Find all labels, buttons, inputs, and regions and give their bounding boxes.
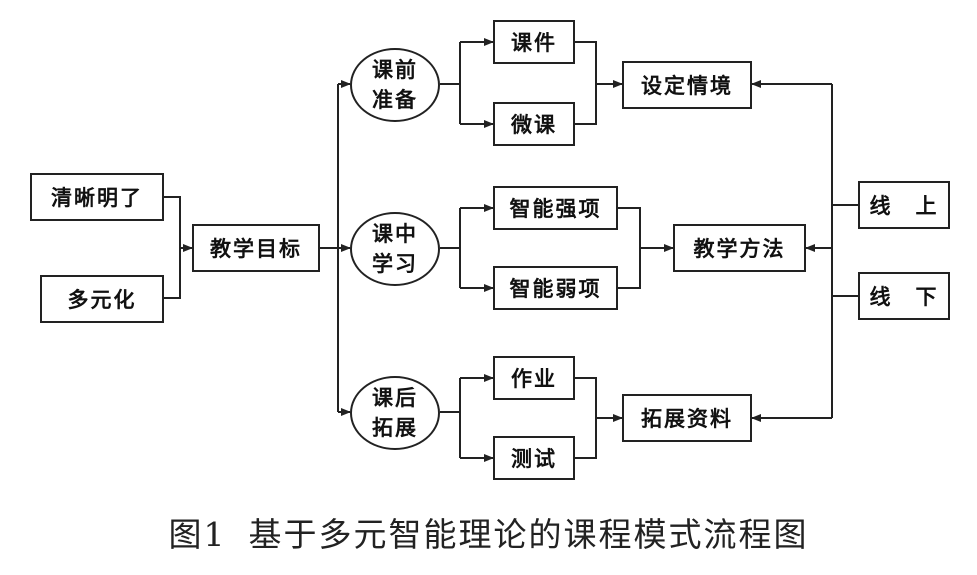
connector-duoyuanhua-to-goal [164, 248, 181, 299]
node-teaching-goal: 教学目标 [192, 224, 320, 272]
node-teaching-method: 教学方法 [673, 224, 806, 272]
node-online: 线 上 [858, 181, 950, 229]
node-courseware: 课件 [493, 20, 575, 64]
figure-label: 图1 [168, 515, 227, 554]
node-micro-lesson: 微课 [493, 102, 575, 146]
node-duoyuanhua: 多元化 [40, 275, 164, 323]
figure-caption: 图1 基于多元智能理论的课程模式流程图 [0, 508, 977, 556]
connector-qingxi-to-goal [164, 196, 193, 252]
node-strong-intelligence: 智能强项 [493, 186, 618, 230]
node-pre-class-prep: 课前 准备 [350, 48, 440, 122]
after-class-line1: 课后 [372, 385, 418, 410]
node-homework: 作业 [493, 356, 575, 400]
in-class-line1: 课中 [372, 221, 418, 246]
connector-online [831, 204, 858, 248]
node-qingxi-mingliao: 清晰明了 [30, 173, 164, 221]
node-test: 测试 [493, 436, 575, 480]
node-after-class-extension: 课后 拓展 [350, 376, 440, 450]
pre-class-line1: 课前 [372, 57, 418, 82]
node-weak-intelligence: 智能弱项 [493, 266, 618, 310]
flowchart-connectors [164, 38, 858, 462]
node-offline: 线 下 [858, 272, 950, 320]
node-extension-materials: 拓展资料 [622, 394, 752, 442]
connector-offline [831, 248, 858, 297]
in-class-line2: 学习 [372, 251, 418, 276]
node-set-scenario: 设定情境 [622, 61, 752, 109]
pre-class-line2: 准备 [372, 87, 418, 112]
after-class-line2: 拓展 [372, 415, 418, 440]
node-in-class-study: 课中 学习 [350, 212, 440, 286]
figure-title: 基于多元智能理论的课程模式流程图 [248, 515, 809, 554]
